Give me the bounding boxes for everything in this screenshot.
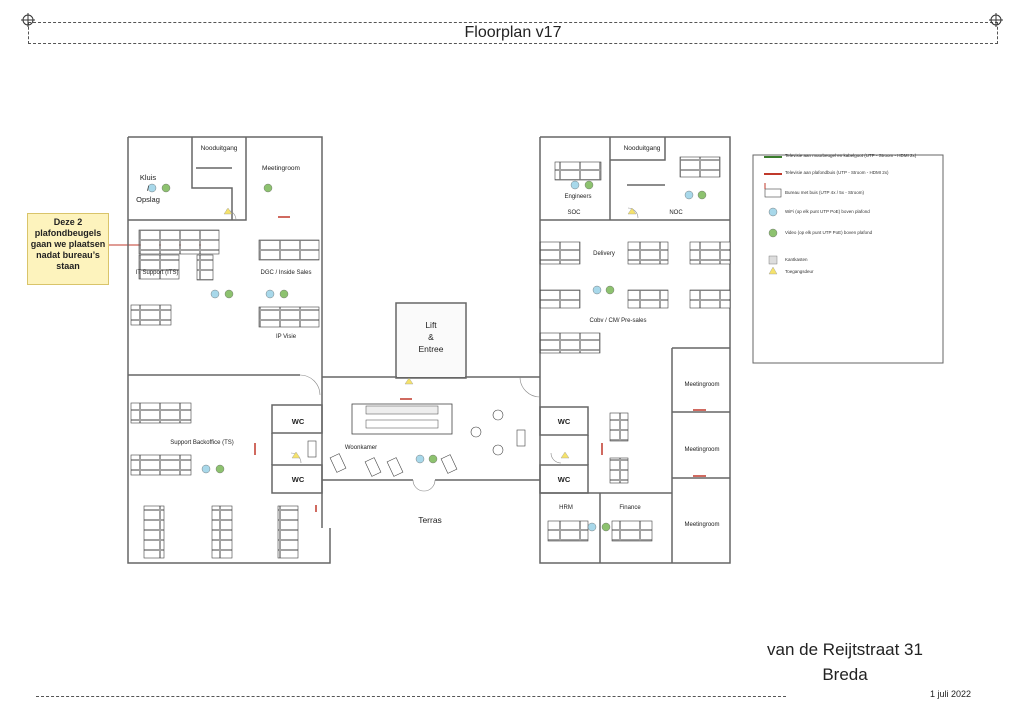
ceiling-bracket-note: Deze 2 plafondbeugels gaan we plaatsen n…	[27, 213, 109, 285]
room-label-wc: WC	[558, 417, 571, 426]
room-label-cobv: Cobv / CM/ Pre-sales	[589, 318, 646, 324]
crosshair-icon	[989, 13, 1003, 27]
room-label-terras: Terras	[418, 515, 442, 525]
room-label-woonkamer: Woonkamer	[345, 445, 377, 451]
address-street: van de Reijtstraat 31	[767, 640, 923, 659]
legend-box	[752, 154, 944, 364]
room-label-soc: SOC	[567, 210, 581, 216]
note-line: plafondbeugels	[34, 228, 102, 238]
legend-item-tv-wall: Televisie aan muurbeugel en kabelgoot (U…	[785, 153, 917, 158]
tv-mounts	[254, 216, 706, 512]
legend-symbols	[764, 156, 782, 275]
note-line: Deze 2	[53, 217, 83, 227]
title-box: Floorplan v17	[28, 22, 998, 44]
footer-divider	[36, 696, 786, 697]
room-label-ip-visie: IP Visie	[276, 334, 297, 340]
room-label-meetingroom: Meetingroom	[684, 522, 719, 528]
address-block: van de Reijtstraat 31 Breda	[700, 637, 990, 687]
note-line: gaan we plaatsen	[30, 239, 106, 249]
room-label-dgc: DGC / Inside Sales	[260, 270, 311, 276]
room-label-it-support: IT Support (ITS)	[136, 270, 179, 276]
room-label-lift-amp: &	[428, 332, 434, 342]
room-label-lift: Lift	[425, 320, 437, 330]
room-label-meetingroom: Meetingroom	[684, 382, 719, 388]
room-label-wc: WC	[292, 475, 305, 484]
room-label-support-backoffice: Support Backoffice (TS)	[170, 440, 234, 446]
legend-item-tv-ceiling: Televisie aan plafondbuis (UTP - Stroom …	[785, 170, 889, 175]
network-points	[147, 180, 707, 532]
crosshair-icon	[21, 13, 35, 27]
note-line: staan	[56, 261, 80, 271]
doors	[225, 207, 639, 492]
room-label-nooduitgang: Nooduitgang	[624, 145, 661, 152]
date-label: 1 juli 2022	[930, 689, 972, 699]
room-label-nooduitgang: Nooduitgang	[201, 145, 238, 152]
room-label-finance: Finance	[619, 505, 641, 511]
room-label-delivery: Delivery	[593, 251, 615, 257]
room-label-engineers: Engineers	[564, 194, 591, 200]
legend-item-cabinets: Kantkasten	[785, 257, 808, 262]
room-label-kluis: Kluis	[140, 173, 157, 182]
room-label-entree: Entree	[418, 344, 443, 354]
room-label-wc: WC	[558, 475, 571, 484]
room-label-meetingroom: Meetingroom	[262, 165, 300, 172]
address-city: Breda	[822, 665, 868, 684]
access-door-icons	[223, 207, 637, 459]
room-label-noc: NOC	[669, 210, 683, 216]
page-title: Floorplan v17	[464, 24, 562, 41]
legend-item-video: Video (op elk punt UTP PoE) boven plafon…	[785, 230, 873, 235]
legend-item-desk-tube: Bureau met buis (UTP 4x / 5x - Stroom)	[785, 190, 864, 195]
room-label-meetingroom: Meetingroom	[684, 447, 719, 453]
legend-item-wifi: WiFi (op elk punt UTP PoE) boven plafond	[785, 209, 870, 214]
room-label-hrm: HRM	[559, 505, 573, 511]
legend-item-access-door: Toegangsdeur	[785, 269, 814, 274]
room-label-wc: WC	[292, 417, 305, 426]
note-line: nadat bureau’s	[36, 250, 100, 260]
desk-groups	[130, 156, 731, 559]
left-wing-walls	[127, 136, 331, 564]
room-label-kluis-sep: /	[147, 184, 150, 193]
room-label-opslag: Opslag	[136, 195, 160, 204]
